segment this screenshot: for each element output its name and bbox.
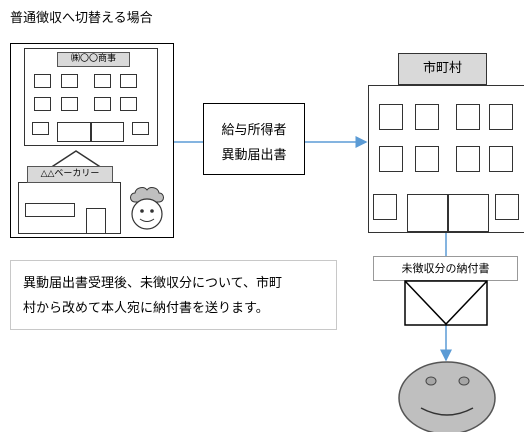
note-line-2: 村から改めて本人宛に納付書を送ります。 xyxy=(23,301,269,316)
office-window xyxy=(94,97,111,111)
page-title: 普通徴収へ切替える場合 xyxy=(10,11,153,26)
office-window xyxy=(132,122,149,135)
office-sign-text: ㈱〇〇商事 xyxy=(70,54,116,64)
city-window xyxy=(495,194,519,220)
city-window xyxy=(379,104,403,130)
city-entrance xyxy=(407,194,448,232)
city-window xyxy=(379,146,403,172)
document-line-2: 異動届出書 xyxy=(221,148,287,163)
document-box: 給与所得者 異動届出書 xyxy=(203,103,305,175)
baker-icon xyxy=(130,187,164,230)
office-window xyxy=(94,74,111,88)
city-sign: 市町村 xyxy=(398,53,487,85)
city-window xyxy=(456,146,480,172)
city-entrance xyxy=(448,194,489,232)
city-window xyxy=(415,104,439,130)
document-line-1: 給与所得者 xyxy=(221,123,287,138)
office-window xyxy=(34,97,51,111)
tax-notice-box: 未徴収分の納付書 xyxy=(373,256,518,281)
office-entrance xyxy=(91,122,124,142)
city-window xyxy=(489,146,513,172)
office-window xyxy=(61,97,78,111)
city-window xyxy=(456,104,480,130)
city-window xyxy=(415,146,439,172)
note-line-1: 異動届出書受理後、未徴収分について、市町 xyxy=(23,276,282,291)
office-window xyxy=(120,74,137,88)
office-window xyxy=(32,122,49,135)
office-entrance xyxy=(57,122,91,142)
city-window xyxy=(489,104,513,130)
tax-notice-text: 未徴収分の納付書 xyxy=(401,262,490,275)
office-window xyxy=(61,74,78,88)
recipient-face-icon xyxy=(398,361,496,432)
office-window xyxy=(120,97,137,111)
bakery-window xyxy=(25,203,75,217)
bakery-sign-text: △△ベーカリー xyxy=(40,169,100,179)
note-box: 異動届出書受理後、未徴収分について、市町 村から改めて本人宛に納付書を送ります。 xyxy=(10,260,337,330)
bakery-sign: △△ベーカリー xyxy=(27,166,113,183)
office-sign: ㈱〇〇商事 xyxy=(57,52,130,67)
envelope-icon xyxy=(404,280,488,326)
office-window xyxy=(34,74,51,88)
city-sign-text: 市町村 xyxy=(422,61,462,76)
city-window xyxy=(373,194,397,220)
bakery-door xyxy=(86,208,106,234)
